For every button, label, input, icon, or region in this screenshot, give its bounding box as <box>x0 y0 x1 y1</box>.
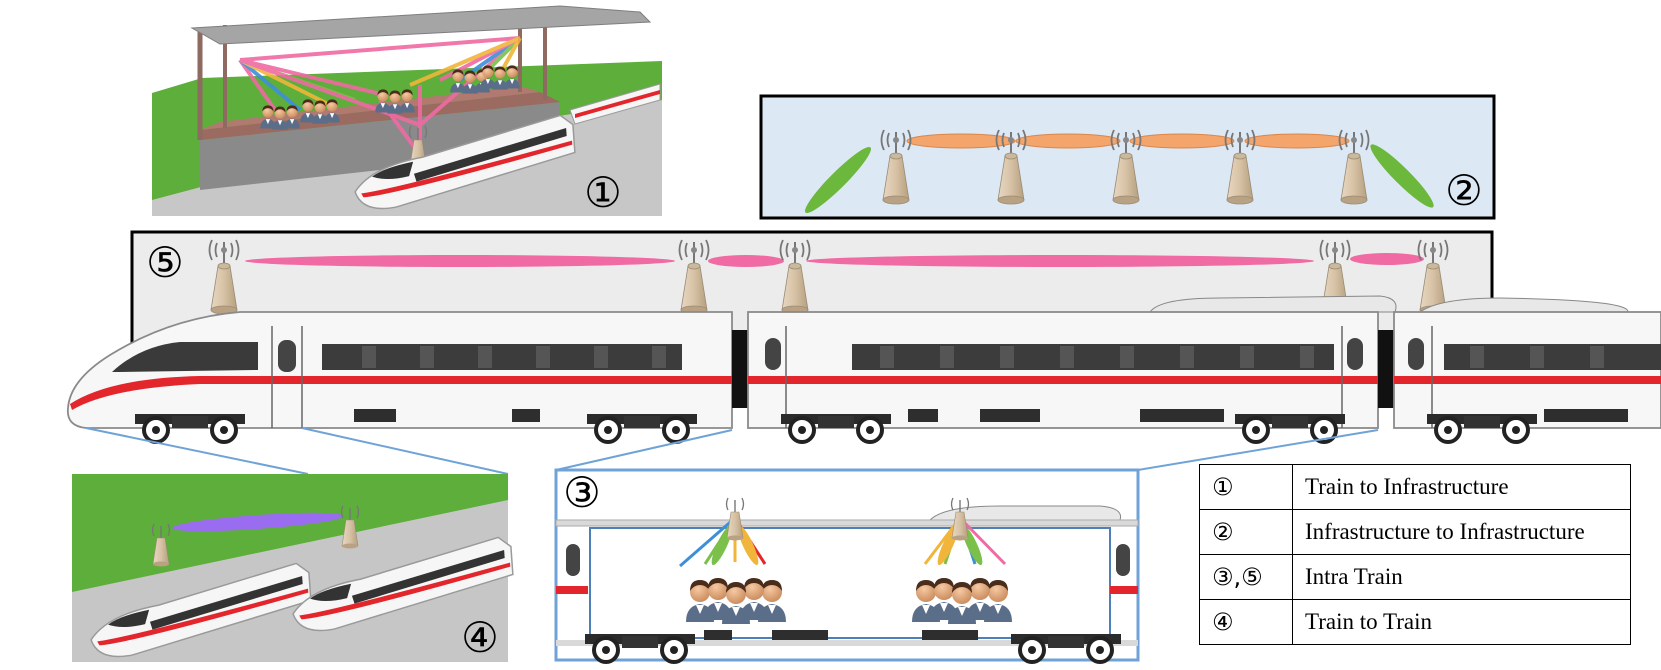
intra-train-inset: ③ <box>554 468 1140 664</box>
legend-symbol: ③,⑤ <box>1199 554 1293 600</box>
marker-3: ③ <box>563 468 601 517</box>
roof-links <box>245 253 1424 267</box>
legend-row: ② Infrastructure to Infrastructure <box>1199 509 1631 555</box>
station-train <box>349 83 661 212</box>
infra-links <box>804 133 1434 214</box>
infra-panel: ② <box>759 94 1496 220</box>
legend-symbol: ④ <box>1199 599 1293 645</box>
marker-1: ① <box>584 168 622 217</box>
train-to-train-link <box>172 512 344 532</box>
marker-4: ④ <box>461 613 499 662</box>
legend-label: Train to Infrastructure <box>1292 464 1631 510</box>
marker-5: ⑤ <box>146 238 184 287</box>
legend-row: ③,⑤ Intra Train <box>1199 554 1631 600</box>
legend-label: Train to Train <box>1292 599 1631 645</box>
main-train <box>66 295 1661 444</box>
zoom-lines <box>85 427 1379 475</box>
legend-label: Infrastructure to Infrastructure <box>1292 509 1631 555</box>
station-scene: ① <box>152 5 662 217</box>
legend-row: ① Train to Infrastructure <box>1199 464 1631 510</box>
legend-label: Intra Train <box>1292 554 1631 600</box>
train-to-train-inset: ④ <box>72 474 517 662</box>
legend-table: ① Train to Infrastructure ② Infrastructu… <box>1199 464 1631 645</box>
legend-row: ④ Train to Train <box>1199 599 1631 645</box>
marker-2: ② <box>1445 166 1483 215</box>
legend-symbol: ② <box>1199 509 1293 555</box>
legend-symbol: ① <box>1199 464 1293 510</box>
